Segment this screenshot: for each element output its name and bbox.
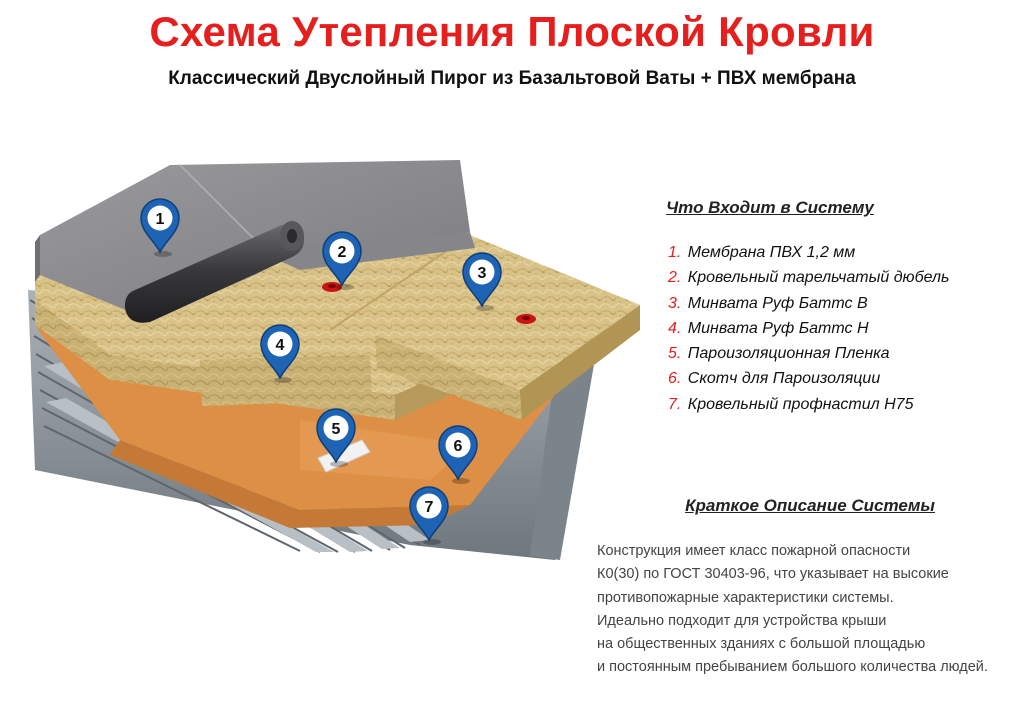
legend-item: 7. Кровельный профнастил Н75 <box>668 392 1018 417</box>
marker-label: 4 <box>276 337 285 354</box>
legend-item-number: 6. <box>668 370 682 388</box>
marker-label: 2 <box>338 244 347 261</box>
roof-dowels <box>322 282 536 324</box>
legend-heading: Что Входит в Систему <box>666 198 874 217</box>
legend-item: 3. Минвата Руф Баттс В <box>668 291 1018 316</box>
marker-pin-3: 3 <box>462 252 502 311</box>
membrane-roll <box>124 221 305 323</box>
mineral-wool-layer-top <box>300 234 640 420</box>
legend-item-label: Кровельный тарельчатый дюбель <box>687 269 950 287</box>
legend-item-number: 7. <box>668 395 682 413</box>
description-line: и постоянным пребыванием большого количе… <box>597 659 988 676</box>
legend-item-label: Пароизоляционная Пленка <box>687 345 890 363</box>
legend-item: 6. Скотч для Пароизоляции <box>668 366 1018 391</box>
legend-item-label: Кровельный профнастил Н75 <box>687 395 914 413</box>
markers: 1 2 3 4 5 6 7 <box>140 198 502 545</box>
legend-item: 1. Мембрана ПВХ 1,2 мм <box>668 240 1018 265</box>
marker-label: 3 <box>478 265 487 282</box>
description-line: Идеально подходит для устройства крыши <box>597 612 887 629</box>
legend-item: 2. Кровельный тарельчатый дюбель <box>668 265 1018 290</box>
roof-diagram: 1 2 3 4 5 6 7 <box>28 160 640 560</box>
marker-pin-7: 7 <box>409 486 449 545</box>
legend-item-label: Мембрана ПВХ 1,2 мм <box>687 244 856 261</box>
legend-item-number: 3. <box>668 294 682 312</box>
legend-item-number: 1. <box>668 244 682 261</box>
legend-item-number: 4. <box>668 319 682 337</box>
description-line: на общественных зданиях с большой площад… <box>597 636 926 653</box>
legend-item: 5. Пароизоляционная Пленка <box>668 341 1018 366</box>
marker-label: 6 <box>454 438 463 455</box>
legend-item-label: Минвата Руф Баттс В <box>687 294 868 312</box>
description-line: Конструкция имеет класс пожарной опаснос… <box>597 543 911 559</box>
legend-item-label: Скотч для Пароизоляции <box>687 370 881 388</box>
description-line: противопожарные характеристики системы. <box>597 589 894 606</box>
page-title: Схема Утепления Плоской Кровли <box>149 8 875 55</box>
description-heading: Краткое Описание Системы <box>685 496 935 515</box>
marker-label: 5 <box>332 421 341 438</box>
legend-item-number: 2. <box>668 269 682 287</box>
legend-item-label: Минвата Руф Баттс Н <box>687 319 869 337</box>
marker-pin-1: 1 <box>140 198 180 257</box>
legend-item-number: 5. <box>668 345 682 363</box>
description-line: К0(30) по ГОСТ 30403-96, что указывает н… <box>597 566 949 583</box>
description-text: Конструкция имеет класс пожарной опаснос… <box>597 540 1017 680</box>
marker-label: 7 <box>425 499 434 516</box>
marker-pin-4: 4 <box>260 324 300 383</box>
legend-list: 1. Мембрана ПВХ 1,2 мм 2. Кровельный тар… <box>668 240 1018 417</box>
marker-pin-5: 5 <box>316 408 356 467</box>
marker-pin-6: 6 <box>438 425 478 484</box>
marker-pin-2: 2 <box>322 231 362 290</box>
page-subtitle: Классический Двуслойный Пирог из Базальт… <box>168 68 856 89</box>
marker-label: 1 <box>156 211 165 228</box>
legend-item: 4. Минвата Руф Баттс Н <box>668 316 1018 341</box>
